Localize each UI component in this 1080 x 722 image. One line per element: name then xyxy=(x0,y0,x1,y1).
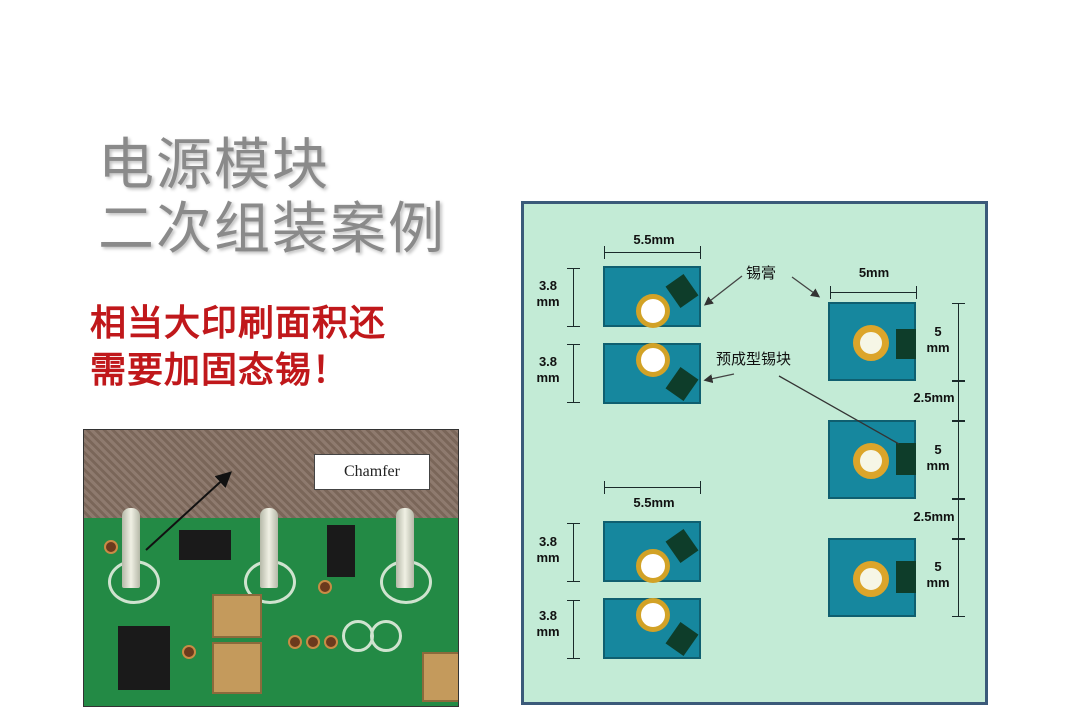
preform-solder-annotation: 预成型锡块 xyxy=(716,350,792,368)
height-dimension xyxy=(952,421,965,499)
capacitor xyxy=(212,594,262,638)
pad-square xyxy=(828,538,916,617)
height-dimension xyxy=(567,523,580,582)
via xyxy=(104,540,118,554)
width-dimension xyxy=(604,246,701,259)
title-line-2: 二次组装案例 xyxy=(98,197,446,262)
subtitle-line-2: 需要加固态锡！ xyxy=(90,350,350,391)
via xyxy=(182,645,196,659)
height-dimension xyxy=(567,600,580,659)
title-line-1: 电源模块 xyxy=(98,133,330,198)
pad-rect xyxy=(603,266,701,328)
height-label: 3.8 mm xyxy=(536,608,560,639)
pin xyxy=(396,508,414,588)
pin xyxy=(122,508,140,588)
annotation-arrows-icon xyxy=(703,275,900,445)
pcb-photo: Chamfer xyxy=(83,429,459,707)
height-dimension xyxy=(567,268,580,327)
preform-solder-block xyxy=(896,443,916,475)
height-label: 5 mm xyxy=(926,442,950,473)
solder-paste-annotation: 锡膏 xyxy=(746,264,777,282)
solder-paste-block xyxy=(896,329,916,359)
solder-paste-block xyxy=(896,561,916,593)
via xyxy=(306,635,320,649)
pad-ring xyxy=(370,620,402,652)
slide-title: 电源模块 二次组装案例 xyxy=(98,134,446,262)
gap-dimension xyxy=(952,381,965,421)
height-dimension xyxy=(952,539,965,617)
via xyxy=(288,635,302,649)
plated-hole xyxy=(636,294,670,328)
gap-label: 2.5mm xyxy=(913,509,955,524)
chamfer-arrow-icon xyxy=(145,471,232,551)
plated-hole xyxy=(853,443,889,479)
height-dimension xyxy=(952,303,965,381)
width-label: 5.5mm xyxy=(633,495,675,510)
pad-rect xyxy=(603,598,701,659)
ic-chip xyxy=(118,626,170,690)
pad-rect xyxy=(603,521,701,583)
via xyxy=(318,580,332,594)
plated-hole xyxy=(853,561,889,597)
plated-hole xyxy=(636,549,670,583)
plated-hole xyxy=(636,598,670,632)
height-label: 3.8 mm xyxy=(536,534,560,565)
pad-square xyxy=(828,420,916,499)
ic-chip xyxy=(327,525,355,577)
pad-square xyxy=(828,302,916,381)
pin xyxy=(260,508,278,588)
plated-hole xyxy=(853,325,889,361)
pad-layout-diagram: 5.5mm 3.8 mm 3.8 mm 5.5mm 3.8 mm 3.8 mm … xyxy=(521,201,988,705)
height-label: 3.8 mm xyxy=(536,278,560,309)
height-dimension xyxy=(567,344,580,403)
capacitor xyxy=(422,652,458,702)
capacitor xyxy=(212,642,262,694)
width-label: 5mm xyxy=(858,265,890,280)
height-label: 3.8 mm xyxy=(536,354,560,385)
plated-hole xyxy=(636,343,670,377)
subtitle-line-1: 相当大印刷面积还 xyxy=(90,303,387,344)
height-label: 5 mm xyxy=(926,559,950,590)
ic-chip xyxy=(179,530,231,560)
width-dimension xyxy=(830,286,917,299)
width-dimension xyxy=(604,481,701,494)
gap-label: 2.5mm xyxy=(913,390,955,405)
chamfer-callout: Chamfer xyxy=(314,454,430,490)
gap-dimension xyxy=(952,499,965,539)
width-label: 5.5mm xyxy=(633,232,675,247)
pad-rect xyxy=(603,343,701,404)
height-label: 5 mm xyxy=(926,324,950,355)
slide-subtitle: 相当大印刷面积还 需要加固态锡！ xyxy=(90,300,386,394)
via xyxy=(324,635,338,649)
